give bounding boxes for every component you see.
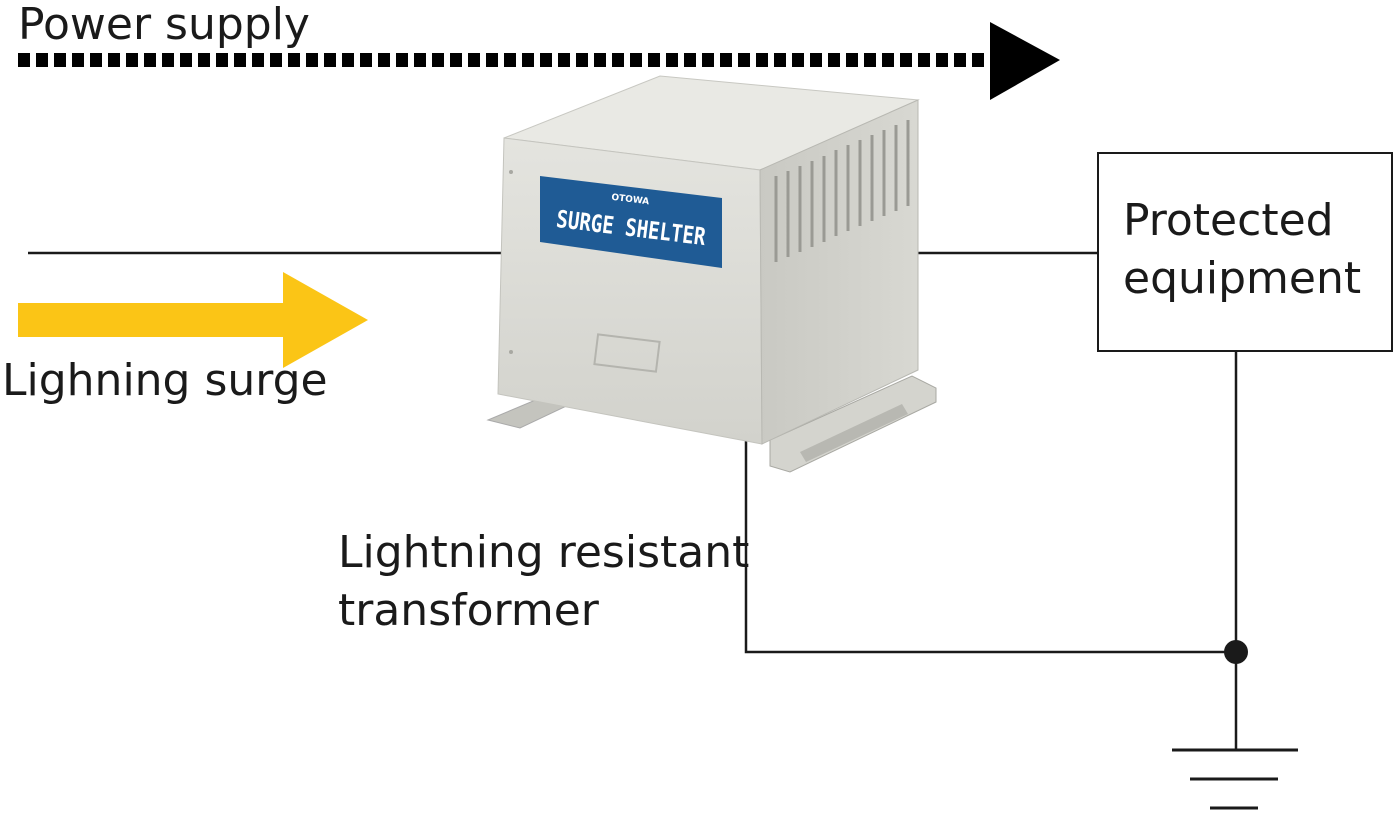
- lightning-surge-label: Lighning surge: [2, 355, 328, 406]
- brand-plate: [540, 176, 722, 268]
- device-front: [497, 137, 763, 445]
- power-supply-arrow: [18, 22, 1060, 100]
- transformer-label-line2: transformer: [338, 585, 599, 636]
- surge-arrow-shaft: [18, 303, 286, 337]
- equipment-label-line1: Protected: [1123, 195, 1334, 246]
- transformer-label-line1: Lightning resistant: [338, 527, 750, 578]
- surge-arrow-head: [283, 272, 368, 368]
- power-supply-arrowhead: [990, 22, 1060, 100]
- equipment-label-line2: equipment: [1123, 253, 1362, 304]
- brand-small-text: OTOWA: [611, 193, 650, 208]
- power-supply-label: Power supply: [18, 0, 310, 50]
- lightning-surge-arrow: [18, 272, 368, 368]
- protected-equipment-label: Protected equipment: [1123, 192, 1361, 308]
- device-vents: [774, 120, 910, 262]
- junction-dot: [1224, 640, 1248, 664]
- transformer-ground-wire: [744, 430, 1236, 654]
- transformer-label: Lightning resistant transformer: [338, 524, 749, 640]
- wiring: [28, 251, 1238, 750]
- protected-equipment-box: Protected equipment: [1097, 152, 1393, 352]
- ground-symbol: [1172, 748, 1298, 810]
- device-logo-mark: [593, 333, 661, 373]
- transformer-device: OTOWA SURGE SHELTER: [486, 75, 937, 473]
